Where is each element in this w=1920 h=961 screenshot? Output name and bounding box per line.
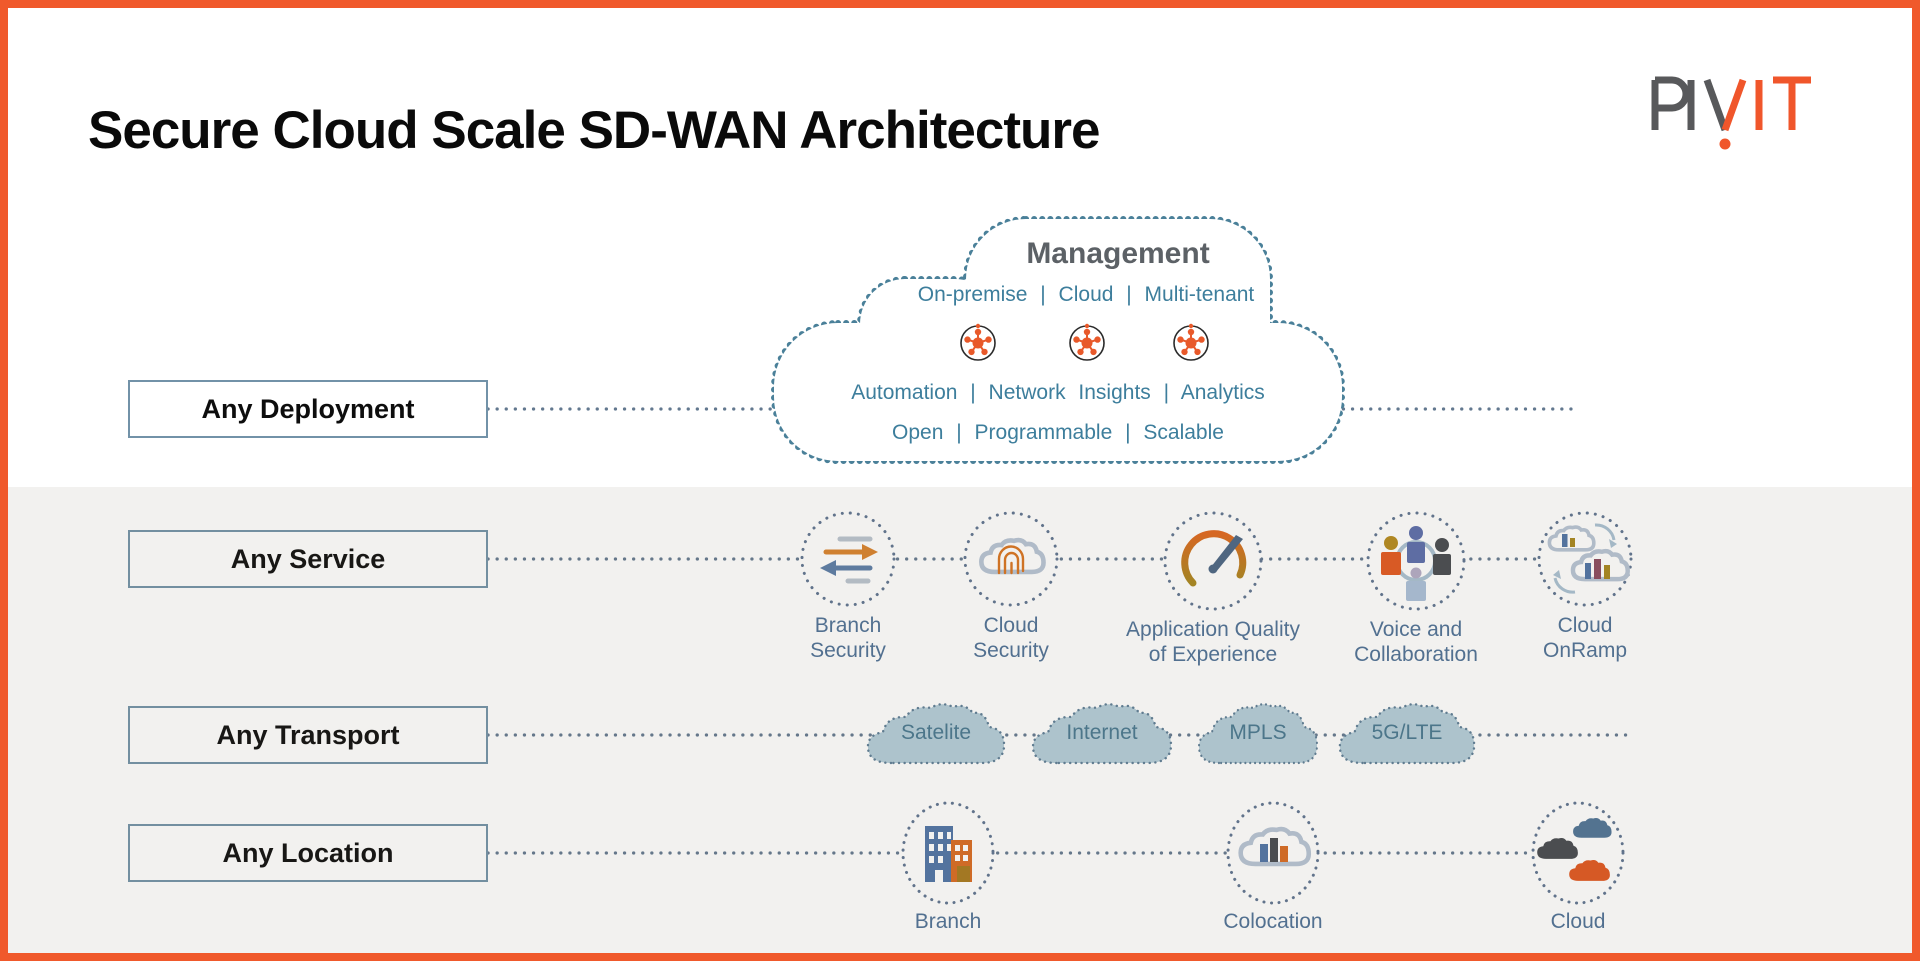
location-item-branch: Branch xyxy=(838,800,1058,934)
transport-cloud-mpls: MPLS xyxy=(1193,703,1323,768)
row-label-any-transport: Any Transport xyxy=(128,706,488,764)
service-label: Branch Security xyxy=(810,614,886,662)
logo-dot xyxy=(1719,138,1731,150)
service-label: Cloud OnRamp xyxy=(1542,614,1628,662)
row-label-any-location: Any Location xyxy=(128,824,488,882)
location-item-cloud: Cloud xyxy=(1468,800,1688,934)
management-platform-line: Open | Programmable | Scalable xyxy=(892,421,1224,444)
location-label: Branch xyxy=(914,910,982,933)
management-cloud: Management On-premise | Cloud | Multi-te… xyxy=(768,213,1348,468)
row-label-any-service: Any Service xyxy=(128,530,488,588)
branch-security-icon xyxy=(800,511,896,607)
colocation-cloud-icon xyxy=(1226,801,1320,905)
voice-collaboration-icon xyxy=(1366,511,1466,611)
branch-buildings-icon xyxy=(901,801,995,905)
service-item-application-quality: Application Quality of Experience xyxy=(1113,511,1313,667)
service-item-cloud-onramp: Cloud OnRamp xyxy=(1485,511,1685,663)
transport-cloud-internet: Internet xyxy=(1026,703,1178,768)
service-label: Cloud Security xyxy=(973,614,1049,662)
location-label: Colocation xyxy=(1223,910,1323,933)
network-node-icon xyxy=(1173,322,1209,361)
dotted-connector-lines xyxy=(486,407,1633,855)
multi-cloud-icon xyxy=(1531,801,1625,905)
service-item-voice-collaboration: Voice and Collaboration xyxy=(1316,511,1516,667)
service-item-cloud-security: Cloud Security xyxy=(911,511,1111,663)
transport-cloud-5g-lte: 5G/LTE xyxy=(1333,703,1481,768)
gauge-icon xyxy=(1163,511,1263,611)
service-label: Application Quality of Experience xyxy=(1126,618,1300,666)
location-label: Cloud xyxy=(1550,910,1606,933)
row-label-any-deployment: Any Deployment xyxy=(128,380,488,438)
network-node-icon xyxy=(1069,322,1105,361)
transport-cloud-satelite: Satelite xyxy=(861,703,1011,768)
cloud-security-icon xyxy=(963,511,1059,607)
network-node-icon xyxy=(960,322,996,361)
pivit-logo xyxy=(1651,76,1811,150)
management-title: Management xyxy=(1026,237,1210,270)
page-title: Secure Cloud Scale SD-WAN Architecture xyxy=(88,101,1100,160)
cloud-onramp-icon xyxy=(1537,511,1633,607)
service-item-branch-security: Branch Security xyxy=(748,511,948,663)
service-label: Voice and Collaboration xyxy=(1354,618,1478,666)
location-item-colocation: Colocation xyxy=(1163,800,1383,934)
management-features-line: Automation | Network Insights | Analytic… xyxy=(851,381,1265,404)
management-capabilities-line: On-premise | Cloud | Multi-tenant xyxy=(917,283,1255,306)
